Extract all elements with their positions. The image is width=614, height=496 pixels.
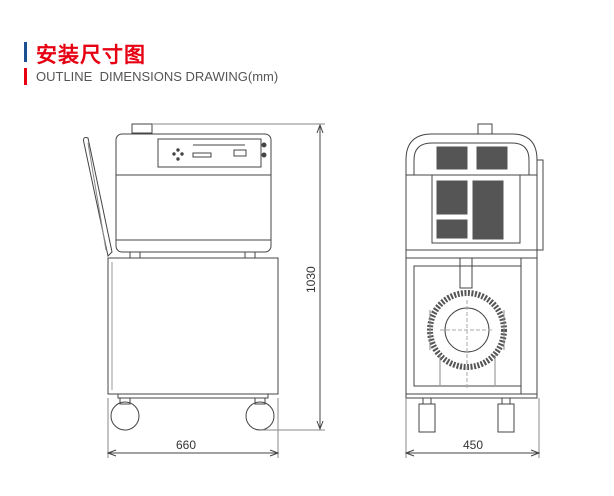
- front-top-unit: [405, 133, 538, 251]
- front-width-dimension-label: 450: [463, 438, 483, 452]
- side-view: [83, 123, 325, 458]
- title-accent-bar-red: [24, 68, 27, 85]
- page-title: 安装尺寸图: [36, 44, 146, 67]
- vent-grilles: [436, 146, 508, 240]
- leveling-foot-right: [497, 403, 515, 433]
- top-fitting: [131, 123, 153, 134]
- wheel-rear: [245, 401, 275, 431]
- side-width-dimension-label: 660: [176, 438, 196, 452]
- leveling-foot-left: [418, 403, 436, 433]
- cart-body: [107, 257, 279, 395]
- height-dimension-label: 1030: [304, 266, 318, 293]
- front-view: [404, 123, 544, 458]
- wheel-front: [110, 401, 140, 431]
- cart-handle: [83, 137, 113, 258]
- page-subtitle: OUTLINE DIMENSIONS DRAWING(mm): [36, 69, 279, 84]
- title-accent-bar-blue: [24, 42, 27, 62]
